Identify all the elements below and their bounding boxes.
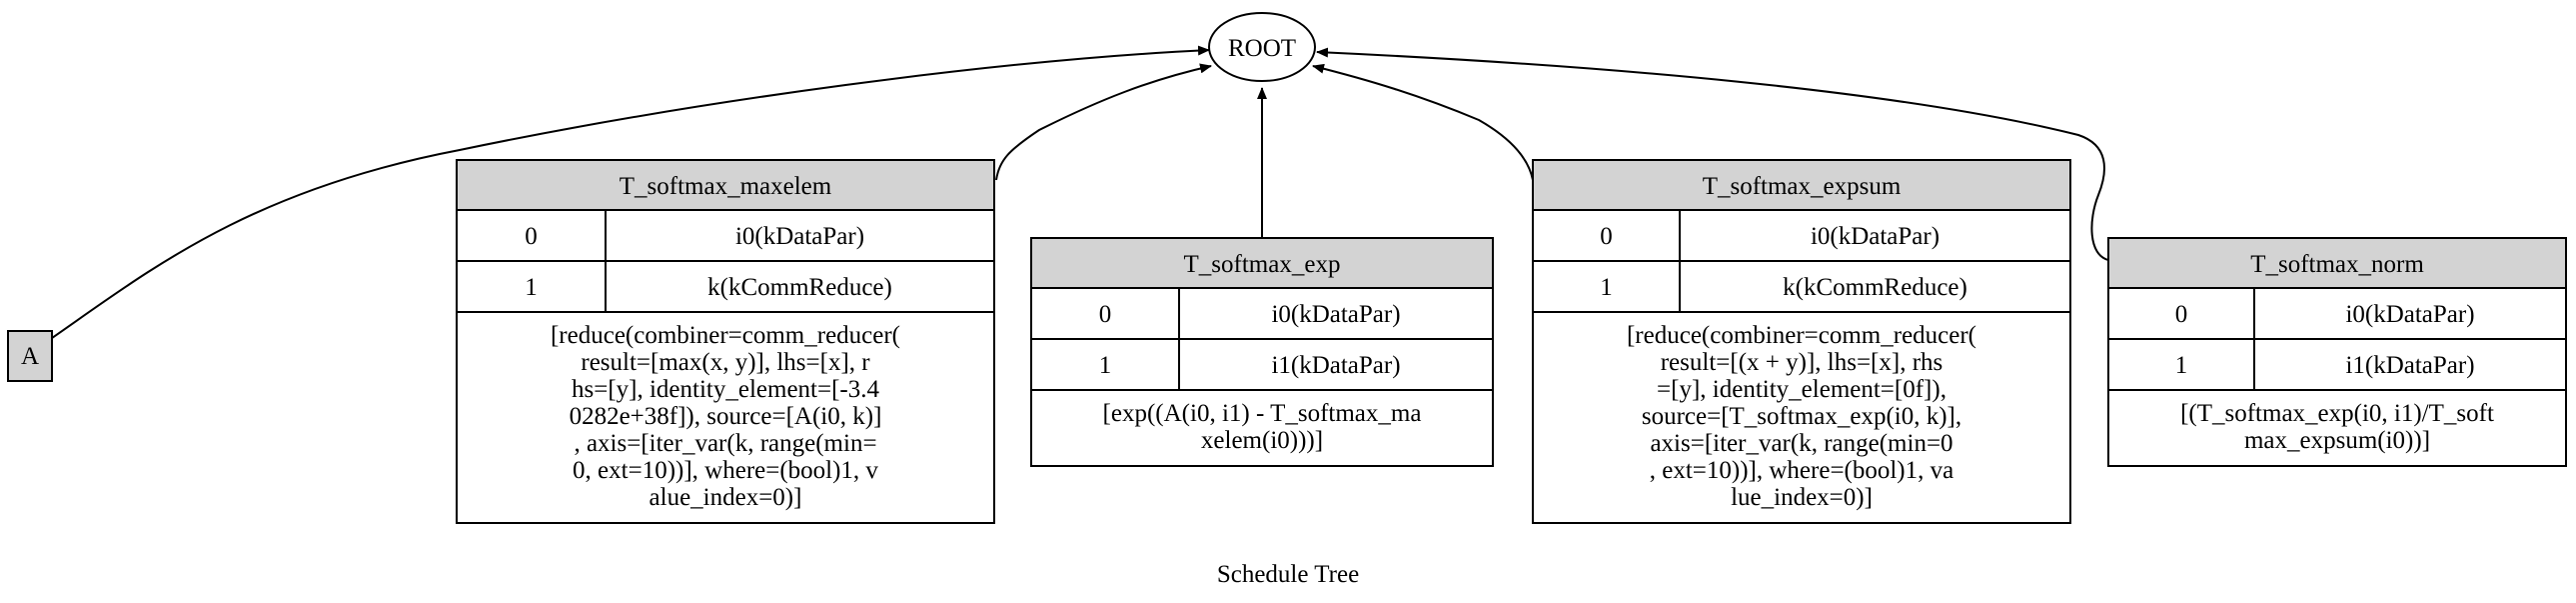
stage-body-line: [(T_softmax_exp(i0, i1)/T_soft: [2180, 400, 2494, 427]
iter-var-index: 1: [525, 274, 538, 301]
stage-body-line: hs=[y], identity_element=[-3.4: [572, 376, 879, 403]
edge-norm-to-root: [1316, 47, 2109, 261]
stage-title: T_softmax_maxelem: [620, 173, 832, 200]
iter-var-index: 0: [1600, 223, 1613, 250]
iter-var-index: 0: [525, 223, 538, 250]
stage-title-cell: [1030, 237, 1494, 289]
root-label: ROOT: [1228, 35, 1296, 62]
stage-node: T_softmax_norm 0 i0(kDataPar) 1 i1(kDataPar)…: [2107, 237, 2567, 467]
stage-body-line: result=[max(x, y)], lhs=[x], r: [581, 349, 870, 376]
stage-title-cell: [2107, 237, 2567, 289]
stage-frame: [456, 159, 995, 524]
edge-a-to-root: [51, 45, 1210, 339]
edge-maxelem-to-root: [995, 63, 1212, 181]
iter-var-name: k(kCommReduce): [1783, 274, 1967, 301]
stage-title: T_softmax_exp: [1184, 251, 1341, 278]
iter-var-name: i0(kDataPar): [1271, 301, 1400, 328]
iter-var-name: i1(kDataPar): [2345, 352, 2474, 379]
input-node-label: A: [21, 343, 39, 370]
diagram-caption: Schedule Tree: [1217, 561, 1359, 588]
iter-var-name: i0(kDataPar): [2345, 301, 2474, 328]
stage-node: T_softmax_expsum 0 i0(kDataPar) 1 k(kCommRed…: [1532, 159, 2071, 524]
stage-body-line: [reduce(combiner=comm_reducer(: [551, 322, 900, 349]
stage-node: T_softmax_maxelem 0 i0(kDataPar) 1 k(kCommRe…: [456, 159, 995, 524]
iter-var-index: 0: [1099, 301, 1112, 328]
stage-body-line: max_expsum(i0))]: [2244, 427, 2430, 454]
stage-body-line: 0, ext=10))], where=(bool)1, v: [573, 457, 878, 484]
stage-title-cell: [1532, 159, 2071, 211]
stage-body-line: source=[T_softmax_exp(i0, k)],: [1642, 403, 1961, 430]
stage-body-line: lue_index=0)]: [1731, 484, 1873, 511]
stage-title: T_softmax_norm: [2250, 251, 2424, 278]
edges: [51, 45, 2109, 339]
iter-var-name: i1(kDataPar): [1271, 352, 1400, 379]
input-node-a: A: [7, 330, 53, 382]
stage-body-line: xelem(i0)))]: [1201, 427, 1323, 454]
stage-nodes: T_softmax_maxelem 0 i0(kDataPar) 1 k(kCommRe…: [456, 159, 2567, 524]
stage-node: T_softmax_exp 0 i0(kDataPar) 1 i1(kDataPar) […: [1030, 237, 1494, 467]
stage-title: T_softmax_expsum: [1703, 173, 1902, 200]
iter-var-index: 1: [1600, 274, 1613, 301]
stage-body-line: 0282e+38f]), source=[A(i0, k)]: [570, 403, 882, 430]
edge-expsum-to-root: [1312, 63, 1534, 181]
stage-body-line: axis=[iter_var(k, range(min=0: [1650, 430, 1952, 457]
stage-body-line: alue_index=0)]: [649, 484, 802, 511]
stage-body-line: result=[(x + y)], lhs=[x], rhs: [1661, 349, 1943, 376]
iter-var-index: 0: [2175, 301, 2188, 328]
stage-frame: [1532, 159, 2071, 524]
stage-body-line: , ext=10))], where=(bool)1, va: [1650, 457, 1953, 484]
stage-body-line: [exp((A(i0, i1) - T_softmax_ma: [1103, 400, 1422, 427]
stage-body-line: =[y], identity_element=[0f]),: [1657, 376, 1946, 403]
iter-var-name: i0(kDataPar): [1811, 223, 1939, 250]
iter-var-index: 1: [1099, 352, 1112, 379]
root-node: ROOT: [1208, 12, 1316, 82]
stage-body-line: [reduce(combiner=comm_reducer(: [1627, 322, 1976, 349]
iter-var-name: i0(kDataPar): [735, 223, 864, 250]
iter-var-index: 1: [2175, 352, 2188, 379]
stage-title-cell: [456, 159, 995, 211]
stage-body-line: , axis=[iter_var(k, range(min=: [574, 430, 876, 457]
iter-var-name: k(kCommReduce): [707, 274, 892, 301]
